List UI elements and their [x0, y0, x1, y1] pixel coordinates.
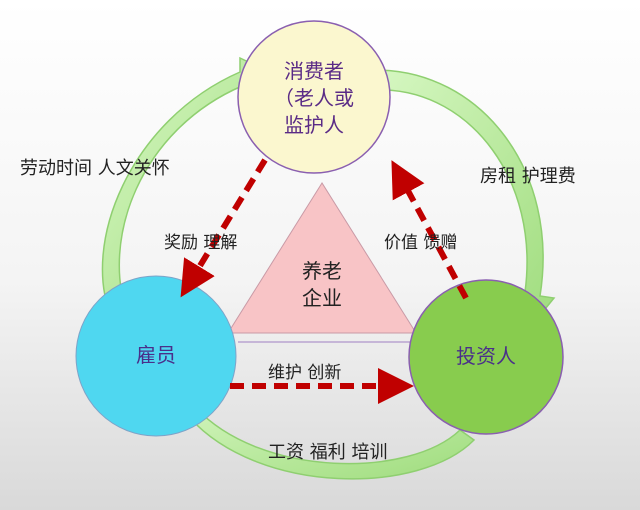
enterprise-triangle: [227, 182, 417, 334]
consumer-label-line3: 监护人: [284, 113, 344, 137]
consumer-circle: [237, 20, 391, 174]
investor-label-text: 投资人: [456, 344, 516, 368]
edge-label-investor-consumer: 价值 馈赠: [384, 233, 458, 253]
consumer-label: 消费者 （老人或 监护人: [258, 58, 370, 139]
outer-label-right: 房租 护理费: [480, 166, 576, 187]
enterprise-label: 养老 企业: [290, 258, 354, 312]
outer-label-bottom: 工资 福利 培训: [268, 442, 388, 463]
dashed-arrow-consumer-to-employee: [180, 158, 268, 298]
consumer-label-line2: （老人或: [274, 86, 354, 110]
enterprise-label-line2: 企业: [302, 286, 342, 310]
edge-label-consumer-employee: 奖励 理解: [164, 233, 238, 253]
enterprise-label-line1: 养老: [302, 259, 342, 283]
investor-circle: [408, 279, 564, 435]
dashed-arrow-investor-to-consumer: [391, 160, 469, 300]
investor-label: 投资人: [436, 343, 536, 370]
consumer-label-line1: 消费者: [284, 59, 344, 83]
employee-label-text: 雇员: [136, 343, 176, 367]
edge-label-employee-investor: 维护 创新: [268, 363, 342, 383]
employee-label: 雇员: [116, 342, 196, 369]
outer-label-left: 劳动时间 人文关怀: [20, 158, 170, 179]
employee-circle: [75, 275, 237, 437]
